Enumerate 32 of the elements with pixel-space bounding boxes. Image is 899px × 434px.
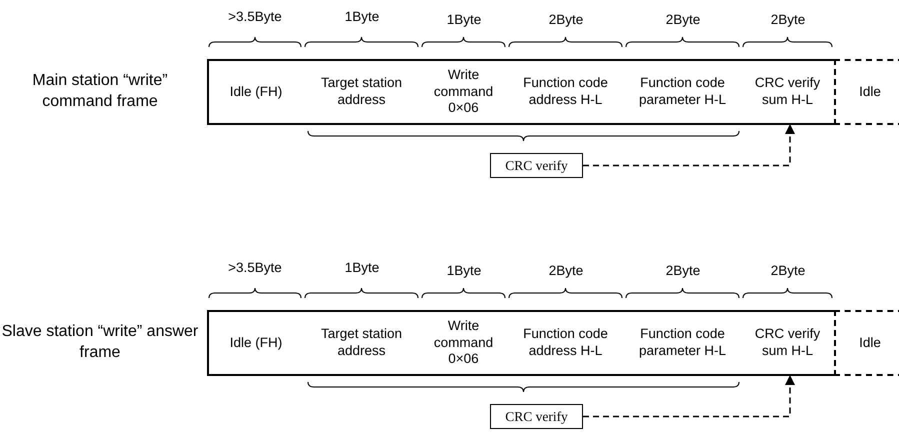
frame-field-cell: Idle	[834, 59, 899, 125]
byte-count-label: 2Byte	[548, 263, 584, 278]
byte-count-label: 2Byte	[548, 12, 584, 27]
byte-count-label: >3.5Byte	[227, 260, 283, 275]
frame-title: Slave station “write” answer frame	[0, 322, 200, 363]
crc-label-box: CRC verify	[490, 404, 583, 429]
frame-field-cell: Idle	[834, 310, 899, 376]
arrow	[583, 124, 795, 166]
byte-count-label: 1Byte	[446, 12, 482, 27]
frame-field-cell: Function code parameter H-L	[624, 310, 743, 376]
byte-count-label: 2Byte	[664, 12, 702, 27]
byte-count-label: >3.5Byte	[227, 9, 283, 24]
arrow	[583, 375, 795, 418]
frame-field-cell: Target station address	[303, 310, 422, 376]
frame-field-cell: CRC verify sum H-L	[741, 59, 836, 125]
frame-field-cell: Write command 0×06	[420, 310, 509, 376]
frame-field-cell: Idle (FH)	[207, 310, 305, 376]
frame-title: Main station “write” command frame	[31, 71, 169, 112]
frame-field-cell: Function code parameter H-L	[624, 59, 743, 125]
byte-count-label: 2Byte	[664, 263, 702, 278]
crc-label-box: CRC verify	[490, 153, 583, 178]
frame-field-cell: Function code address H-L	[507, 59, 626, 125]
byte-count-label: 1Byte	[446, 263, 482, 278]
frame-field-cell: Idle (FH)	[207, 59, 305, 125]
byte-count-label: 1Byte	[344, 9, 380, 24]
frame-field-cell: CRC verify sum H-L	[741, 310, 836, 376]
byte-count-label: 2Byte	[770, 263, 806, 278]
byte-count-label: 2Byte	[770, 12, 806, 27]
frame-field-cell: Write command 0×06	[420, 59, 509, 125]
byte-count-label: 1Byte	[344, 260, 380, 275]
frame-field-cell: Target station address	[303, 59, 422, 125]
frame-field-cell: Function code address H-L	[507, 310, 626, 376]
